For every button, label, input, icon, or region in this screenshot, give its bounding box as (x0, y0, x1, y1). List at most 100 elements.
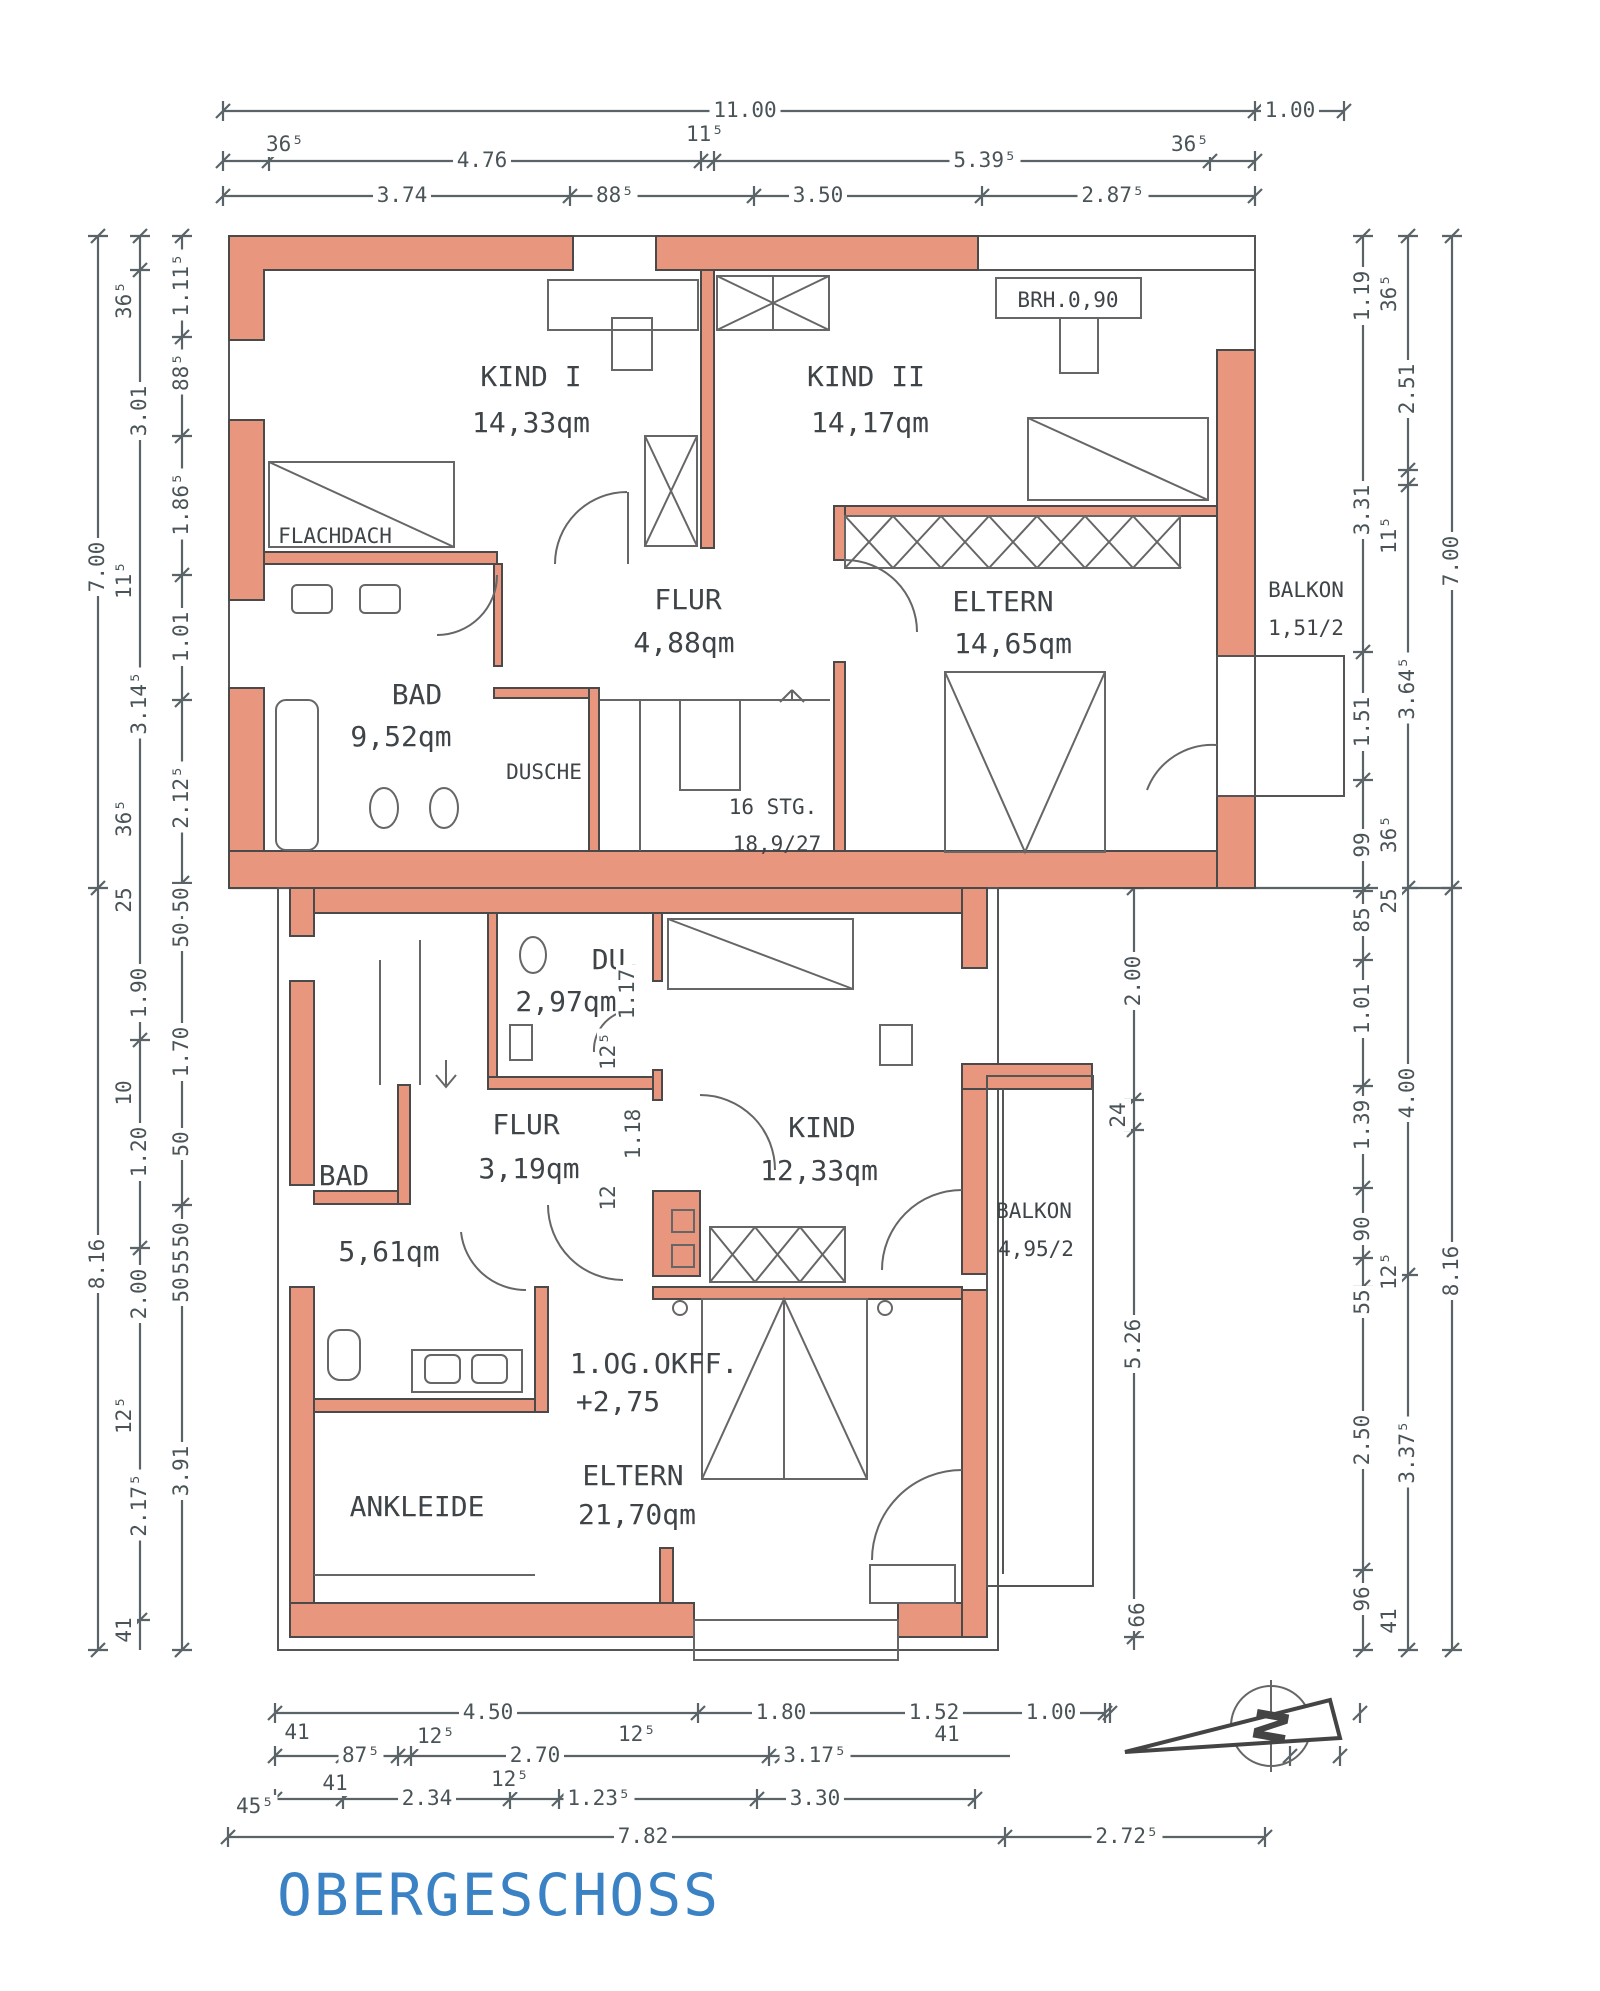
room-flur-upper-name: FLUR (654, 583, 722, 616)
floor-title: OBERGESCHOSS (277, 1861, 720, 1929)
dimension-tick (1353, 1180, 1373, 1196)
dimension-label-top: 36⁵ (1171, 132, 1209, 156)
dimension-tick (88, 228, 108, 244)
dimension-tick (215, 101, 231, 121)
dusche-label: DUSCHE (506, 760, 582, 784)
dimension-tick (88, 880, 108, 896)
dimension-label-bg (170, 1219, 194, 1251)
dimension-label-right: 3.31 (1350, 485, 1374, 536)
dimension-tick (172, 1642, 192, 1658)
flachdach-label: FLACHDACH (278, 524, 392, 548)
dimension-label-bottom: 41 (934, 1722, 959, 1746)
dimension-tick (172, 567, 192, 583)
dimension-tick (172, 228, 192, 244)
dimension-label-top: 2.87⁵ (1081, 183, 1144, 207)
dimension-label-left: 2.12⁵ (169, 765, 193, 828)
dimension-label-bottom: 12⁵ (618, 1722, 656, 1746)
dimension-label-bottom: 1.52 (909, 1700, 960, 1724)
dimension-label-left: 36⁵ (112, 799, 136, 837)
dimension-label-bg (1351, 1096, 1375, 1154)
dimension-label-bg (1351, 1411, 1375, 1469)
dimension-label-bg (170, 249, 194, 321)
dimension-tick (215, 151, 231, 171)
dimension-label-bg (1091, 1825, 1163, 1849)
room-du-area: 2,97qm (515, 985, 616, 1018)
balkon-upper-name: BALKON (1268, 578, 1344, 602)
dimension-label-bg (86, 1235, 110, 1293)
dimension-tick (690, 1703, 706, 1723)
dimension-label-bottom: 2.72⁵ (1095, 1824, 1158, 1848)
dimension-label-bg (1122, 952, 1146, 1010)
dimension-label-top: 3.74 (377, 183, 428, 207)
dimension-tick (502, 1789, 518, 1809)
dimension-label-bg (597, 1182, 621, 1214)
dimension-label-bg (752, 1701, 810, 1725)
dimension-label-right: 3.64⁵ (1395, 656, 1419, 719)
dimension-label-left: 2.00 (127, 1269, 151, 1320)
dimension-label-right: 7.00 (1439, 536, 1463, 587)
dimension-label-bg (506, 1744, 564, 1768)
dimension-label-bg (1378, 885, 1402, 917)
dimension-label-bg (128, 1123, 152, 1181)
dimension-label-bg (1167, 133, 1213, 157)
dimension-tick (1353, 1642, 1373, 1658)
dimension-label-bg (779, 1744, 851, 1768)
dimension-label-left: 1.90 (127, 968, 151, 1019)
dimension-label-bg (1351, 1213, 1375, 1245)
dimension-label-bg (170, 468, 194, 540)
room-flur-upper-area: 4,88qm (633, 626, 734, 659)
dimension-label-bottom: 12⁵ (417, 1724, 455, 1748)
dimension-label-bg (1351, 267, 1375, 325)
dimension-label-bg (597, 1028, 621, 1074)
dimension-label-left: 1.70 (169, 1027, 193, 1078)
dimension-tick (967, 1789, 983, 1809)
dimension-label-bg (1440, 532, 1464, 590)
dimension-label-right: 2.51 (1395, 364, 1419, 415)
dimension-label-bottom: 41 (284, 1720, 309, 1744)
dimension-tick (1124, 1629, 1144, 1645)
room-eltern-upper-area: 14,65qm (954, 627, 1072, 660)
dimension-label-left: 11⁵ (112, 561, 136, 599)
dimension-label-bg (1351, 481, 1375, 539)
dimension-label-bg (563, 1787, 635, 1811)
room-bad-upper-area: 9,52qm (350, 720, 451, 753)
dimension-label-right: 85 (1350, 907, 1374, 932)
dimension-label-left: 50 (169, 922, 193, 947)
dimension-tick (1442, 1642, 1462, 1658)
dimension-label-right: 36⁵ (1377, 274, 1401, 312)
dimension-tick (1353, 952, 1373, 968)
dimension-label-bottom: 2.70 (510, 1743, 561, 1767)
stairs-ratio: 18,9/27 (733, 832, 822, 856)
level-name: 1.OG.OKFF. (570, 1347, 739, 1380)
room-kind1-name: KIND I (480, 360, 581, 393)
dimension-tick (1336, 101, 1352, 121)
dimension-tick (130, 1240, 150, 1256)
dimension-label-bg (1378, 1605, 1402, 1637)
upper-block (228, 235, 1345, 889)
dimension-label-inner: 12 (596, 1185, 620, 1210)
dimension-label-left: 50 (169, 1131, 193, 1156)
dimension-label-right: 11⁵ (1377, 516, 1401, 554)
dimension-tick (1398, 228, 1418, 244)
dimension-label-bg (709, 99, 781, 123)
dimension-label-bg (1396, 652, 1420, 724)
dimension-tick (1398, 1642, 1418, 1658)
room-kind-area: 12,33qm (760, 1154, 878, 1187)
dimension-label-bg (128, 1265, 152, 1323)
dimension-label-bg (113, 1077, 137, 1109)
dimension-label-bg (622, 1105, 646, 1163)
dimension-label-bg (1351, 693, 1375, 751)
dimension-label-left: 50 (169, 887, 193, 912)
dimension-label-left: 3.01 (127, 386, 151, 437)
room-kind2-name: KIND II (807, 360, 925, 393)
dimension-tick (267, 1746, 283, 1766)
room-kind-name: KIND (788, 1111, 855, 1144)
dimension-label-bg (170, 608, 194, 666)
dimension-label-bg (487, 1768, 533, 1792)
dimension-tick (761, 1746, 777, 1766)
dimension-tick (1398, 462, 1418, 478)
dimension-label-bg (398, 1787, 456, 1811)
room-kind1-area: 14,33qm (472, 406, 590, 439)
dimension-label-left: 7.00 (85, 542, 109, 593)
dimension-label-left: 50 (169, 1222, 193, 1247)
